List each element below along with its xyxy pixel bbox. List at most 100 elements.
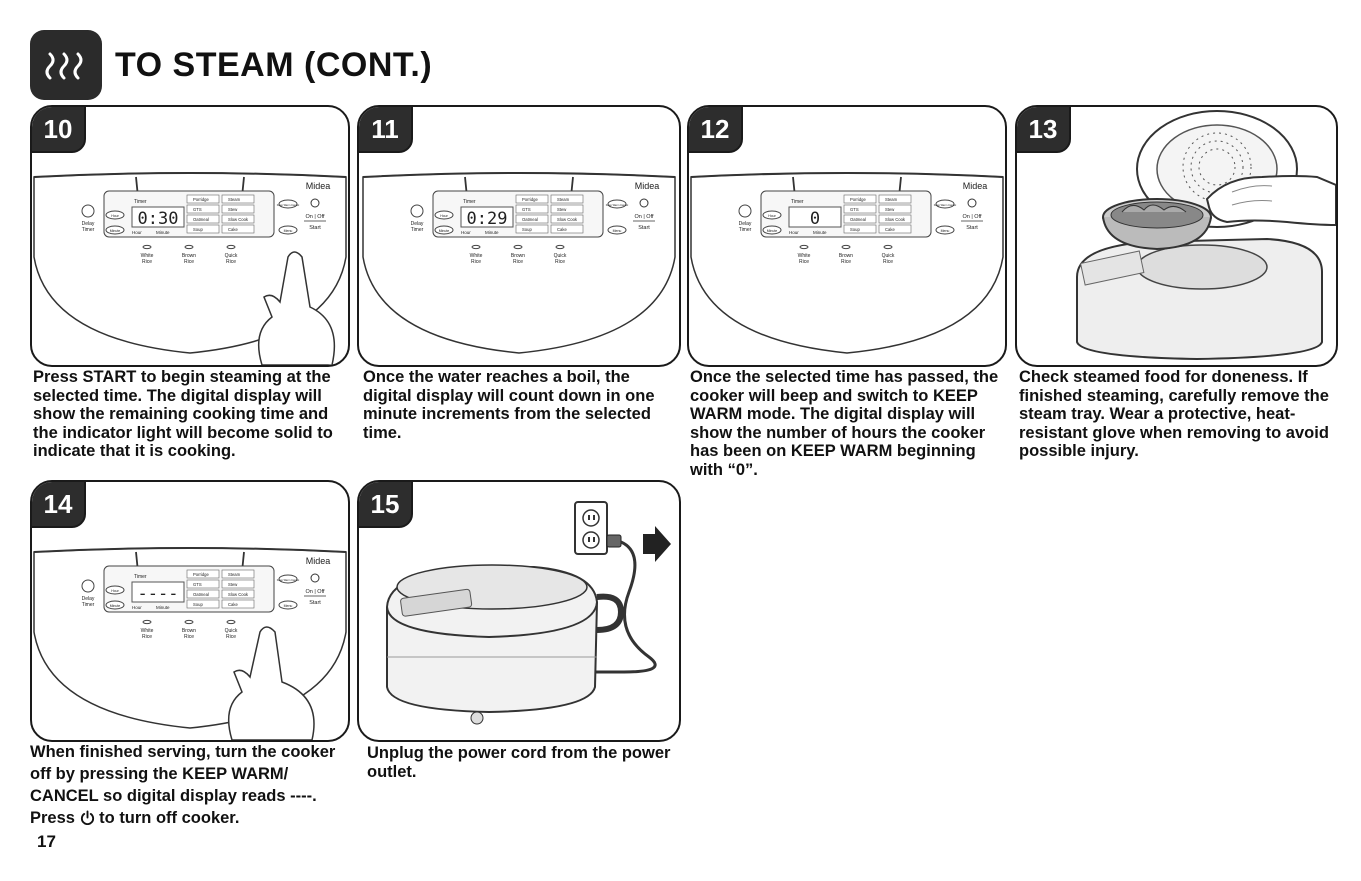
step-15-badge: 15 [359,482,413,528]
mode-button [515,204,549,214]
rice-label: Rice [883,259,893,265]
mode-button [186,579,220,589]
mode-label: Porridge [850,197,866,202]
mode-button [550,194,584,204]
mode-button [515,224,549,234]
mode-label: GTS [522,207,531,212]
delay-timer-label: Delay [82,596,95,602]
mode-label: Steam [557,197,570,202]
mode-label: Stew [885,207,895,212]
minute-label: Minute [156,230,170,235]
rice-label: Rice [799,259,809,265]
on-off-label: On | Off [962,214,982,220]
rice-button [184,244,194,250]
mode-label: Soup [850,227,860,232]
steam-icon [30,30,102,100]
rice-label: Quick [882,253,895,259]
keep-warm-label: Keep Warm Cancel [277,578,300,582]
mode-label: Soup [522,227,532,232]
step-14-badge: 14 [32,482,86,528]
step-13-badge: 13 [1017,107,1071,153]
cooker-rim [33,172,347,178]
delay-timer-label: Delay [82,221,95,227]
step-14-caption-end: to turn off cooker. [99,809,240,827]
rice-label: Rice [555,259,565,265]
minute-label: Minute [156,605,170,610]
delay-timer-label: Timer [82,227,95,233]
mode-label: Porridge [522,197,538,202]
rice-label: Rice [184,634,194,640]
delay-timer-label: Timer [82,602,95,608]
mode-label: Cake [228,602,238,607]
mode-button [878,204,912,214]
mode-label: Oatmeal [850,217,866,222]
step-13-panel: 13 [1015,105,1338,367]
brand-logo: Midea [306,556,331,566]
step-14-caption-line-power: Press to turn off cooker. [30,807,360,829]
mode-button [843,204,877,214]
rice-label: White [141,253,154,259]
mode-button [878,214,912,224]
rice-label: Brown [511,253,525,259]
timer-label: Timer [134,199,147,205]
mode-button [221,224,255,234]
keep-warm-button [278,574,298,584]
menu-button-label: Menu [941,229,950,233]
hour-button [762,210,782,220]
mode-button [843,194,877,204]
step-14-caption-line: off by pressing the KEEP WARM/ [30,765,289,783]
mode-button [221,214,255,224]
lcd-screen [131,581,185,603]
minute-label: Minute [813,230,827,235]
rice-button [226,619,236,625]
mode-label: Soup [193,602,203,607]
lcd-screen [788,206,842,228]
keep-warm-button [935,199,955,209]
menu-button [607,225,627,235]
step-15-caption: Unplug the power cord from the power out… [367,744,671,781]
hour-button-label: Hour [440,214,448,218]
mode-label: Porridge [193,197,209,202]
rice-button [555,244,565,250]
mode-label: Stew [557,207,567,212]
cooker-rim [690,172,1004,178]
start-label: Start [309,600,321,606]
mode-label: Soup [193,227,203,232]
page-title: TO STEAM (CONT.) [115,46,433,84]
rice-label: Rice [513,259,523,265]
pressing-finger-icon [257,251,336,365]
mode-button [186,569,220,579]
step-14-caption-line: CANCEL so digital display reads ----. [30,787,317,805]
mode-button [186,204,220,214]
step-14-caption-line: When finished serving, turn the cooker [30,743,336,761]
hour-button-label: Hour [768,214,776,218]
mode-button [186,589,220,599]
mode-button [186,194,220,204]
delay-timer-label: Delay [739,221,752,227]
minute-button [762,225,782,235]
rice-label: Rice [841,259,851,265]
keep-warm-button [278,199,298,209]
step-10-caption: Press START to begin steaming at the sel… [33,368,333,460]
mode-label: Oatmeal [193,592,209,597]
minute-button-label: Minute [110,229,121,233]
keep-warm-label: Keep Warm Cancel [277,203,300,207]
keep-warm-label: Keep Warm Cancel [934,203,957,207]
mode-label: Slow Cook [228,592,249,597]
lcd-screen [131,206,185,228]
mode-button [843,224,877,234]
hour-button [105,585,125,595]
step-11-badge: 11 [359,107,413,153]
minute-button-label: Minute [110,604,121,608]
on-off-label: On | Off [634,214,654,220]
minute-button-label: Minute [439,229,450,233]
power-icon [310,573,320,583]
on-off-label: On | Off [305,214,325,220]
lcd-readout: 0 [810,209,820,229]
delay-timer-icon [81,204,95,218]
minute-button [105,225,125,235]
power-icon [967,198,977,208]
minute-button-label: Minute [767,229,778,233]
